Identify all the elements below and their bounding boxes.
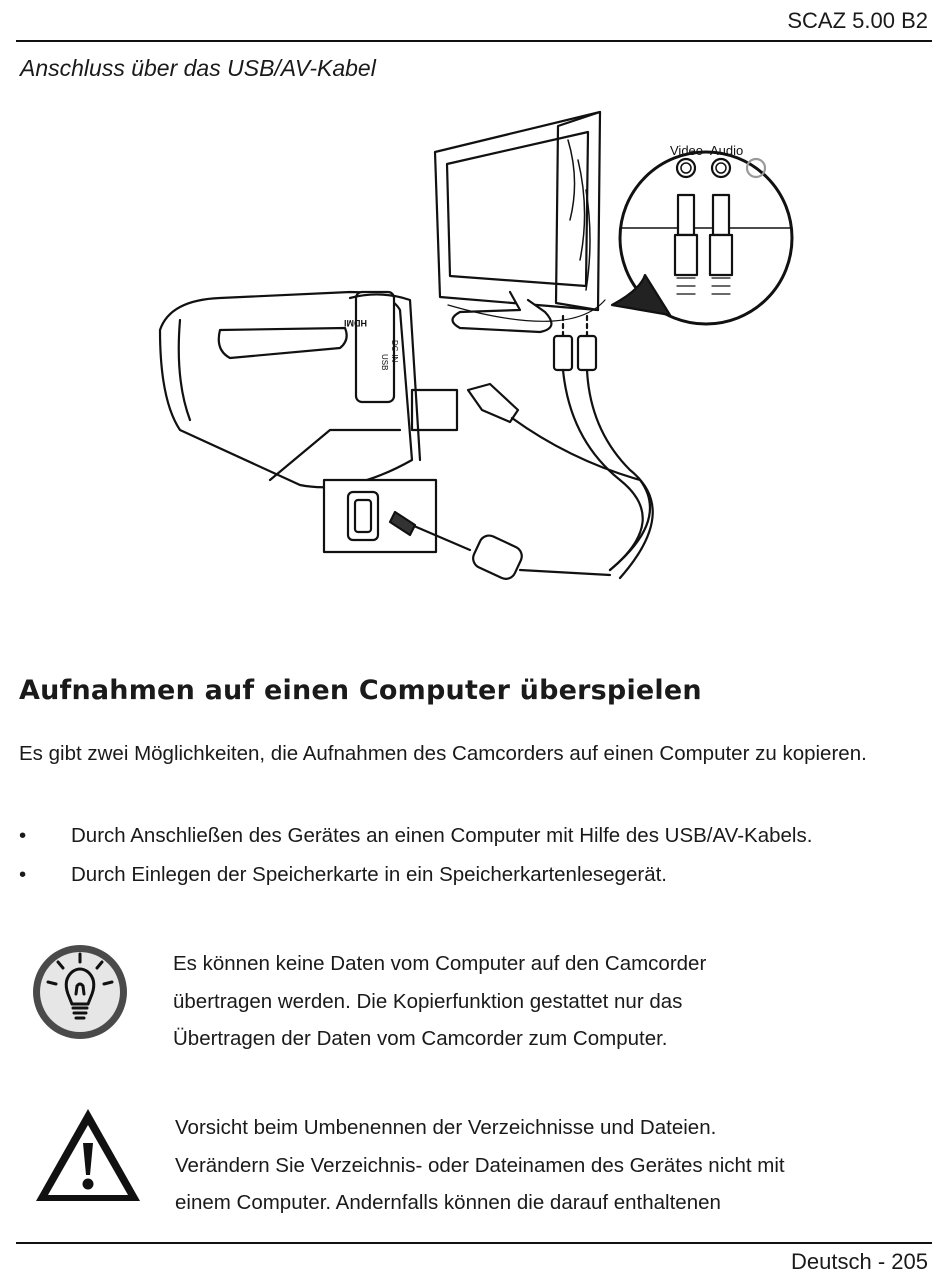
list-item: •Durch Einlegen der Speicherkarte in ein…	[19, 855, 812, 894]
header-rule	[16, 40, 932, 42]
usb-port-label: USB	[380, 354, 389, 370]
video-jack-label: Video	[670, 143, 703, 158]
warning-triangle-icon	[36, 1109, 140, 1201]
camcorder-illustration	[158, 290, 459, 489]
note-text: Es können keine Daten vom Computer auf d…	[173, 952, 707, 1050]
audio-jack-label: Audio	[710, 143, 743, 158]
method-list: •Durch Anschließen des Gerätes an einen …	[19, 816, 812, 894]
section-heading: Aufnahmen auf einen Computer überspielen	[19, 675, 702, 706]
bullet-icon: •	[19, 824, 27, 847]
warning-text: Vorsicht beim Umbenennen der Verzeichnis…	[175, 1116, 785, 1214]
usb-plug-illustration	[466, 382, 520, 424]
section-label: Anschluss über das USB/AV-Kabel	[20, 55, 376, 81]
bullet-icon: •	[19, 863, 27, 886]
usb-cable	[510, 416, 652, 572]
hdmi-port-label: HDMI	[344, 318, 367, 328]
model-code: SCAZ 5.00 B2	[787, 8, 928, 33]
dc-in-port-label: DC-IN	[390, 340, 399, 362]
usb-av-connection-illustration: Video Audio HDMI DC-IN USB	[158, 110, 794, 580]
footer-rule	[16, 1242, 932, 1244]
hdmi-port-inset	[322, 478, 438, 554]
intro-paragraph: Es gibt zwei Möglichkeiten, die Aufnahme…	[19, 742, 867, 765]
page-number: Deutsch - 205	[791, 1249, 928, 1274]
audio-cable	[585, 368, 654, 580]
ferrite-core	[472, 534, 523, 580]
video-cable	[561, 368, 644, 572]
av-jack-zoom-circle	[610, 150, 794, 326]
list-item: •Durch Anschließen des Gerätes an einen …	[19, 816, 812, 855]
lightbulb-icon	[33, 945, 127, 1039]
monitor-illustration	[433, 110, 606, 334]
